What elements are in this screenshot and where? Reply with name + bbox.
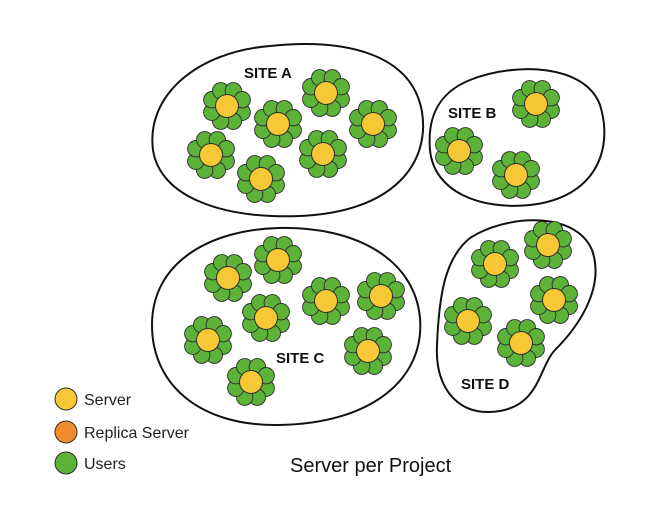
- server-circle: [456, 309, 480, 333]
- server-circle: [196, 328, 220, 352]
- site-b-nodes: [435, 80, 560, 199]
- server-circle: [254, 306, 278, 330]
- site-a-nodes: [187, 69, 397, 203]
- site-a-boundary: [151, 43, 425, 218]
- site-b-boundary: [428, 68, 606, 207]
- server-circle: [266, 248, 290, 272]
- server-circle: [314, 289, 338, 313]
- legend-server-label: Server: [84, 392, 132, 409]
- server-node: [524, 221, 572, 269]
- server-node: [444, 297, 492, 345]
- server-circle: [314, 81, 338, 105]
- server-node: [530, 276, 578, 324]
- server-node: [254, 236, 302, 284]
- site-d-nodes: [444, 221, 578, 367]
- server-node: [344, 327, 392, 375]
- server-circle: [356, 339, 380, 363]
- server-node: [435, 127, 483, 175]
- server-node: [299, 130, 347, 178]
- site-b-label: SITE B: [448, 105, 497, 122]
- server-node: [187, 131, 235, 179]
- server-node: [242, 294, 290, 342]
- server-circle: [504, 163, 528, 187]
- legend-server-swatch: [54, 387, 78, 411]
- server-node: [512, 80, 560, 128]
- site-c-label: SITE C: [276, 350, 325, 367]
- server-circle: [311, 142, 335, 166]
- legend-replica-server-swatch: [54, 420, 78, 444]
- server-circle: [199, 143, 223, 167]
- server-node: [184, 316, 232, 364]
- server-node: [203, 82, 251, 130]
- server-node: [492, 151, 540, 199]
- legend-users-swatch: [54, 451, 78, 475]
- server-circle: [524, 92, 548, 116]
- server-circle: [249, 167, 273, 191]
- server-node: [471, 240, 519, 288]
- diagram-caption: Server per Project: [290, 455, 452, 477]
- server-circle: [239, 370, 263, 394]
- site-c-boundary: [150, 226, 422, 427]
- site-d-boundary: [435, 219, 597, 414]
- server-circle: [215, 94, 239, 118]
- site-a-label: SITE A: [244, 65, 292, 82]
- server-node: [349, 100, 397, 148]
- server-node: [227, 358, 275, 406]
- server-circle: [447, 139, 471, 163]
- server-node: [237, 155, 285, 203]
- server-node: [357, 272, 405, 320]
- server-node: [302, 277, 350, 325]
- server-node: [254, 100, 302, 148]
- server-node: [204, 254, 252, 302]
- server-circle: [509, 331, 533, 355]
- server-circle: [483, 252, 507, 276]
- site-d-label: SITE D: [461, 376, 510, 393]
- server-circle: [369, 284, 393, 308]
- server-node: [302, 69, 350, 117]
- server-circle: [361, 112, 385, 136]
- server-circle: [536, 233, 560, 257]
- legend-replica-server-label: Replica Server: [84, 425, 190, 442]
- legend: Server Replica Server Users: [54, 387, 190, 475]
- legend-users-label: Users: [84, 456, 126, 473]
- site-c-nodes: [184, 236, 405, 406]
- server-node: [497, 319, 545, 367]
- server-circle: [216, 266, 240, 290]
- server-circle: [266, 112, 290, 136]
- server-circle: [542, 288, 566, 312]
